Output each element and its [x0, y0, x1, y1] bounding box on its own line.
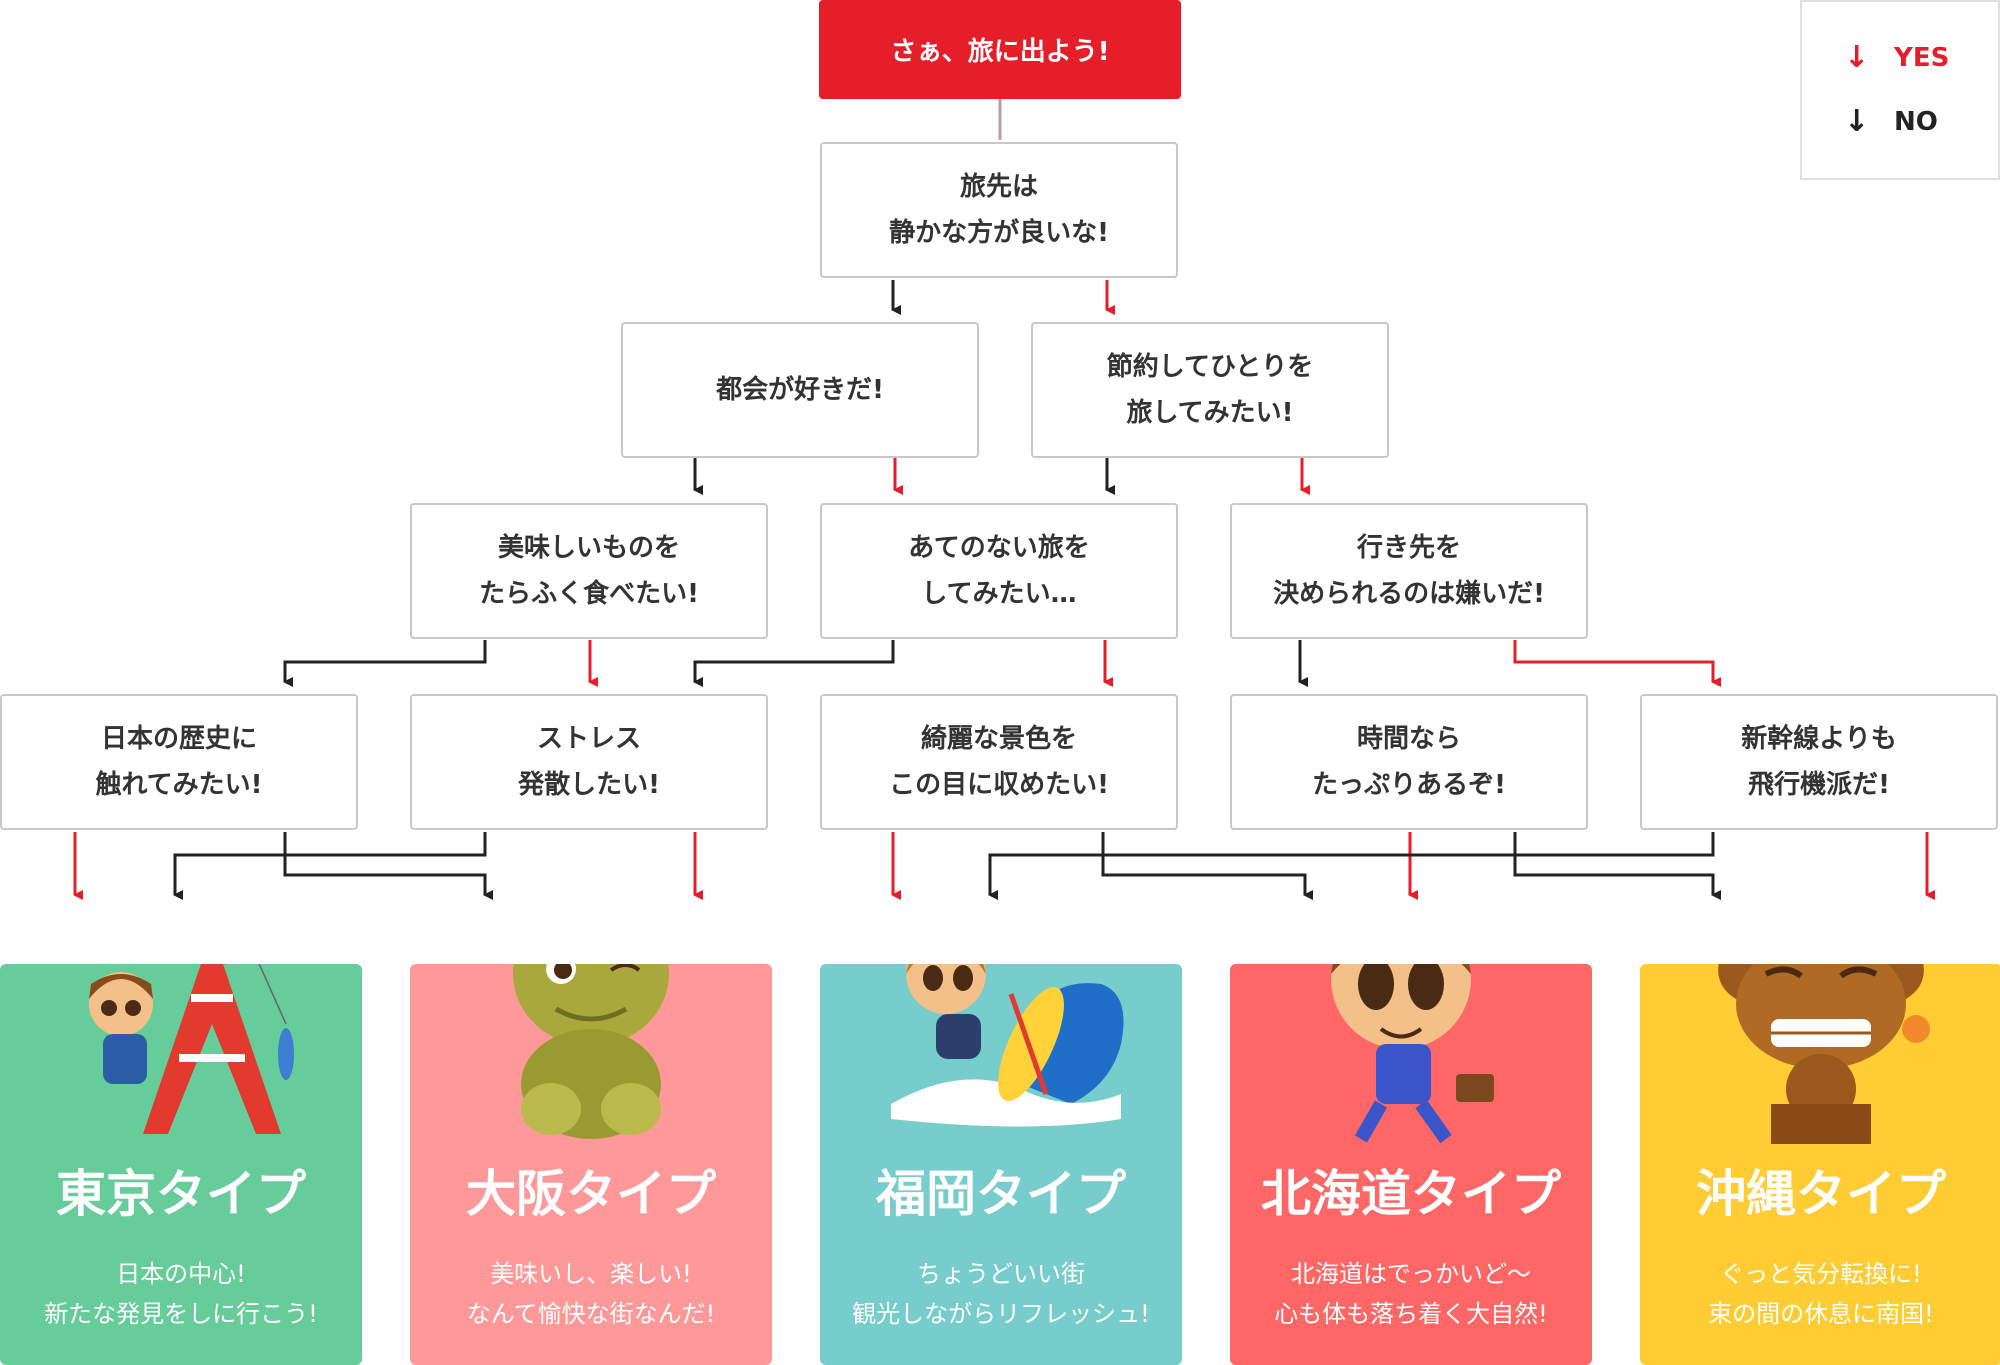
question-like-city: 都会が好きだ! [621, 322, 979, 458]
result-name: 福岡タイプ [876, 1165, 1126, 1223]
question-text: あてのない旅を してみたい… [908, 533, 1090, 609]
start-node: さぁ、旅に出よう! [819, 0, 1181, 99]
question-text: 節約してひとりを 旅してみたい! [1106, 352, 1314, 428]
question-text: ストレス 発散したい! [518, 724, 660, 800]
question-quiet-destination: 旅先は 静かな方が良いな! [820, 142, 1178, 278]
result-card-fukuoka: 福岡タイプ ちょうどいい街 観光しながらリフレッシュ! [820, 964, 1182, 1365]
question-text: 綺麗な景色を この目に収めたい! [889, 724, 1109, 800]
question-plenty-of-time: 時間なら たっぷりあるぞ! [1230, 694, 1588, 830]
result-card-hokkaido: 北海道タイプ 北海道はでっかいど〜 心も体も落ち着く大自然! [1230, 964, 1592, 1365]
result-name: 沖縄タイプ [1696, 1165, 1946, 1223]
question-solo-budget-trip: 節約してひとりを 旅してみたい! [1031, 322, 1389, 458]
question-hate-decided-destination: 行き先を 決められるのは嫌いだ! [1230, 503, 1588, 639]
result-description: 美味いし、楽しい! なんて愉快な街なんだ! [466, 1260, 716, 1328]
red-down-arrow-icon: ↓ [1844, 40, 1870, 75]
question-prefer-airplane: 新幹線よりも 飛行機派だ! [1640, 694, 1998, 830]
legend-yes: ↓ YES [1844, 40, 1949, 75]
result-card-osaka: 大阪タイプ 美味いし、楽しい! なんて愉快な街なんだ! [410, 964, 772, 1365]
result-card-okinawa: 沖縄タイプ ぐっと気分転換に! 束の間の休息に南国! [1640, 964, 2000, 1365]
start-label: さぁ、旅に出よう! [890, 37, 1110, 67]
tokyo-tower-fisher-icon [89, 964, 294, 1134]
question-eat-delicious-food: 美味しいものを たらふく食べたい! [410, 503, 768, 639]
legend-no-label: NO [1894, 106, 1938, 137]
question-aimless-trip: あてのない旅を してみたい… [820, 503, 1178, 639]
question-text: 日本の歴史に 触れてみたい! [95, 724, 263, 800]
question-text: 時間なら たっぷりあるぞ! [1312, 724, 1506, 800]
black-down-arrow-icon: ↓ [1844, 104, 1870, 139]
question-text: 新幹線よりも 飛行機派だ! [1741, 724, 1897, 800]
result-card-tokyo: 東京タイプ 日本の中心! 新たな発見をしに行こう! [0, 964, 362, 1365]
businessman-icon [1331, 964, 1494, 1144]
billiken-icon [513, 964, 669, 1139]
question-beautiful-scenery: 綺麗な景色を この目に収めたい! [820, 694, 1178, 830]
question-text: 美味しいものを たらふく食べたい! [479, 533, 699, 609]
result-description: 日本の中心! 新たな発見をしに行こう! [44, 1260, 318, 1328]
result-name: 東京タイプ [56, 1165, 306, 1223]
legend-no: ↓ NO [1844, 104, 1938, 139]
question-text: 旅先は 静かな方が良いな! [889, 172, 1109, 248]
question-text: 都会が好きだ! [716, 375, 884, 405]
result-name: 北海道タイプ [1261, 1165, 1561, 1223]
legend: ↓ YES ↓ NO [1800, 0, 2000, 180]
result-name: 大阪タイプ [466, 1165, 716, 1223]
question-text: 行き先を 決められるのは嫌いだ! [1273, 533, 1545, 609]
surfer-icon [891, 964, 1124, 1127]
result-description: ちょうどいい街 観光しながらリフレッシュ! [852, 1260, 1150, 1328]
result-description: 北海道はでっかいど〜 心も体も落ち着く大自然! [1274, 1260, 1548, 1328]
shisa-icon [1718, 964, 1930, 1144]
result-description: ぐっと気分転換に! 束の間の休息に南国! [1708, 1260, 1934, 1328]
legend-yes-label: YES [1894, 42, 1950, 73]
question-relieve-stress: ストレス 発散したい! [410, 694, 768, 830]
question-japanese-history: 日本の歴史に 触れてみたい! [0, 694, 358, 830]
